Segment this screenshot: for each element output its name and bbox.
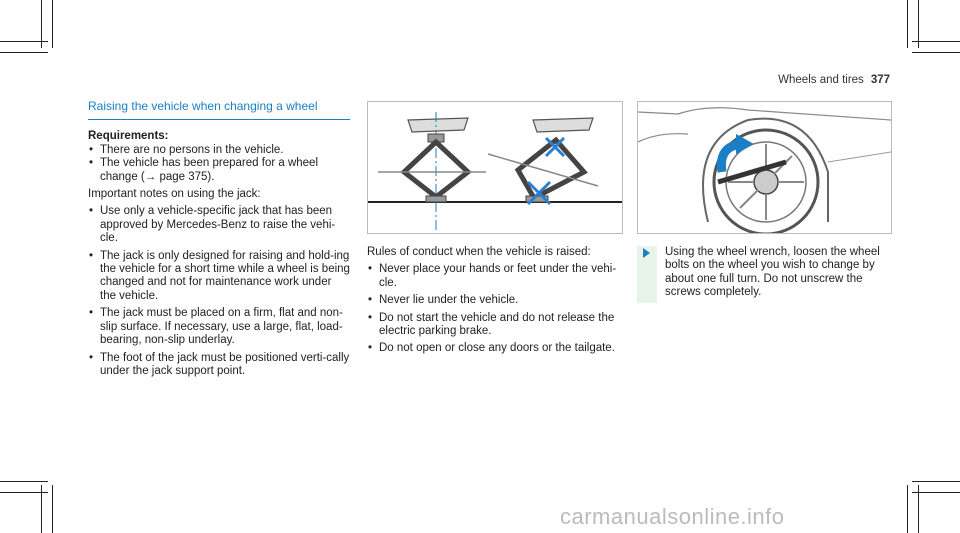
section-title: Raising the vehicle when changing a whee… xyxy=(88,99,350,121)
step-bar xyxy=(637,246,657,303)
crop-mark xyxy=(907,0,908,48)
crop-mark xyxy=(912,41,960,42)
list-item: The foot of the jack must be positioned … xyxy=(88,352,350,379)
step-text: Using the wheel wrench, loosen the wheel… xyxy=(665,246,880,299)
list-item: Use only a vehicle-specific jack that ha… xyxy=(88,205,350,245)
column-middle: Rules of conduct when the vehicle is rai… xyxy=(367,246,623,356)
column-left: Raising the vehicle when changing a whee… xyxy=(88,99,350,378)
rotation-arrow-icon xyxy=(716,134,754,173)
crop-mark xyxy=(0,41,48,42)
crop-mark xyxy=(907,485,908,533)
jack-diagram xyxy=(368,112,622,232)
page-number: 377 xyxy=(870,74,890,86)
instruction-step: Using the wheel wrench, loosen the wheel… xyxy=(637,246,887,303)
crop-mark xyxy=(52,485,53,533)
crop-mark xyxy=(41,485,42,533)
list-item: Do not start the vehicle and do not rele… xyxy=(367,312,623,339)
list-item: Never lie under the vehicle. xyxy=(367,294,623,308)
requirements-heading: Requirements: xyxy=(88,130,169,143)
crop-mark xyxy=(0,492,48,493)
jack-illustration xyxy=(367,101,623,234)
step-arrow-icon xyxy=(643,248,650,258)
requirements-list: There are no persons in the vehicle. The… xyxy=(88,144,350,184)
jack-notes-list: Use only a vehicle-specific jack that ha… xyxy=(88,205,350,378)
header-section: Wheels and tires xyxy=(778,74,864,86)
watermark: carmanualsonline.info xyxy=(560,504,785,529)
list-item: The jack is only designed for raising an… xyxy=(88,250,350,304)
crop-mark xyxy=(0,52,48,53)
list-item: The vehicle has been prepared for a whee… xyxy=(88,157,350,184)
wrong-mark-icon xyxy=(526,136,566,206)
conduct-intro: Rules of conduct when the vehicle is rai… xyxy=(367,246,591,258)
crop-mark xyxy=(912,481,960,482)
conduct-list: Never place your hands or feet under the… xyxy=(367,263,623,356)
list-item: There are no persons in the vehicle. xyxy=(88,144,350,158)
wheel-diagram xyxy=(638,107,891,233)
jack-notes-intro: Important notes on using the jack: xyxy=(88,188,261,201)
list-item: The jack must be placed on a firm, flat … xyxy=(88,307,350,347)
crop-mark xyxy=(912,492,960,493)
crop-mark xyxy=(918,0,919,48)
crop-mark xyxy=(918,485,919,533)
crop-mark xyxy=(912,52,960,53)
crop-mark xyxy=(41,0,42,48)
list-item: Never place your hands or feet under the… xyxy=(367,263,623,290)
wheel-wrench-illustration xyxy=(637,101,892,234)
running-header: Wheels and tires 377 xyxy=(778,74,890,86)
crop-mark xyxy=(0,481,48,482)
crop-mark xyxy=(52,0,53,48)
list-item: Do not open or close any doors or the ta… xyxy=(367,342,623,356)
